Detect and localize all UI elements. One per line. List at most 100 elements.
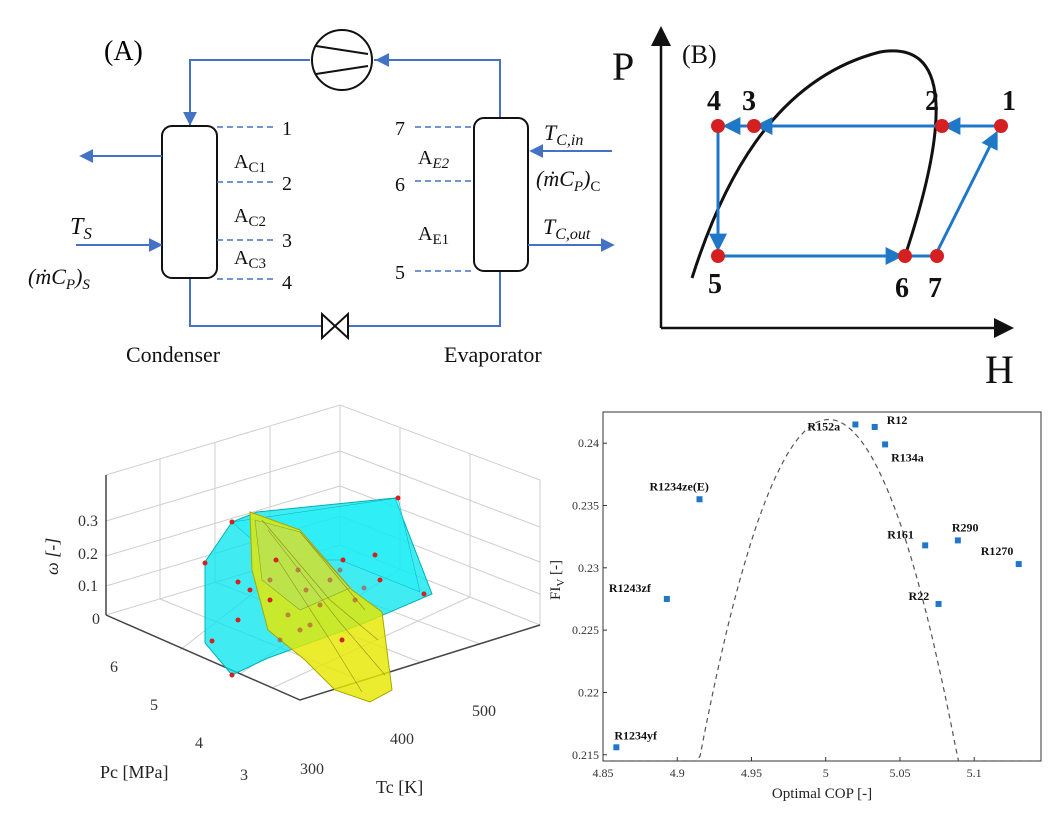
inner-points [267,567,367,643]
x-tick-label: 5.05 [889,766,910,780]
point-r12 [871,423,878,430]
label-mcps: (ṁCP)S [28,264,90,293]
point-r1234ze(e) [696,496,703,503]
point-label-r161: R161 [887,527,914,541]
point-r161 [922,542,929,549]
x-tick-label: 5 [823,766,829,780]
compressor-icon [311,29,373,91]
label-mcpc: (ṁCP)C [536,166,600,195]
box-front-edges [105,614,541,701]
panel-3d: 0.3 0.2 0.1 0 ω [-] 6 5 4 3 Pc [MPa] 300… [42,404,541,797]
yellow-mesh [261,519,386,693]
area-ac2: AC2 [234,205,266,230]
evaporator-label: Evaporator [444,342,542,367]
fit-curve [610,418,1041,762]
z-tick-0.3: 0.3 [78,513,98,530]
expansion-valve-icon [321,311,349,341]
cond-level-3: 3 [282,230,292,252]
y-tick-label: 0.24 [578,436,599,450]
x-tick-label: 5.1 [967,766,982,780]
point-r1234yf [613,744,620,751]
yellow-hull-face [254,519,351,611]
state-label-2: 2 [925,86,939,117]
state-label-5: 5 [708,269,722,300]
x-tick-label: 4.85 [593,766,614,780]
state-label-1: 1 [1002,86,1016,117]
point-r152a [852,421,859,428]
evap-level-7: 7 [395,118,405,140]
chart-ticks: 4.85 4.9 4.95 5 5.05 5.1 0.215 0.22 0.225 0.23 0.2… [572,436,982,780]
evap-level-5: 5 [395,262,405,284]
point-r1270 [1015,561,1022,568]
hull-points [202,495,427,678]
z-tick-0: 0 [92,611,100,628]
point-r134a [882,441,889,448]
point-r22 [935,600,942,607]
z-tick-0.1: 0.1 [78,578,98,595]
p-axis-label: P [612,44,634,89]
state-points [711,119,1008,263]
point-label-r1234ze(e): R1234ze(E) [650,479,709,493]
condenser-label: Condenser [126,342,221,367]
t-axis-label-3d: Tc [K] [376,777,423,797]
point-r290 [954,537,961,544]
t-tick-500: 500 [472,703,496,720]
area-ae2: AE2 [418,147,450,172]
saturation-dome [690,49,938,279]
loop-bottom-line [189,272,501,327]
condenser-box [161,125,218,279]
z-axis-label: ω [-] [42,538,62,575]
y-tick-label: 0.235 [572,498,599,512]
chart-xlabel: Optimal COP [-] [772,786,872,802]
p-tick-3: 3 [240,767,248,784]
x-tick-label: 4.9 [670,766,685,780]
y-tick-label: 0.22 [578,685,599,699]
point-label-r1243zf: R1243zf [609,581,652,595]
chart-ylabel: FIV [-] [548,560,567,600]
panel-b: P H (B) 1 2 3 4 5 6 7 [612,26,1016,392]
state-label-4: 4 [707,86,721,117]
cycle-arrows [709,117,1000,265]
area-ac3: AC3 [234,247,266,272]
y-tick-label: 0.215 [572,748,599,762]
p-tick-5: 5 [150,697,158,714]
panel-b-label: (B) [682,40,717,69]
t-tick-300: 300 [300,761,324,778]
state-label-7: 7 [928,273,942,304]
point-label-r1234yf: R1234yf [614,728,658,742]
point-label-r290: R290 [952,520,979,534]
evaporator-box [473,117,529,272]
point-label-r12: R12 [887,413,908,427]
p-tick-4: 4 [195,735,203,752]
label-ts: TS [70,214,92,243]
state-label-6: 6 [895,273,909,304]
y-tick-label: 0.225 [572,623,599,637]
chart-frame [602,411,1042,762]
label-tcin: TC,in [544,120,583,149]
scatter-chart: 4.85 4.9 4.95 5 5.05 5.1 0.215 0.22 0.225 0.23 0.2… [548,411,1042,802]
point-r1243zf [663,595,670,602]
point-label-r134a: R134a [891,450,924,464]
point-label-r152a: R152a [807,419,840,433]
point-label-r1270: R1270 [981,544,1014,558]
label-tcout: TC,out [543,214,591,243]
cond-level-1: 1 [282,118,292,140]
point-label-r22: R22 [909,589,930,603]
state-label-3: 3 [742,86,756,117]
x-tick-label: 4.95 [741,766,762,780]
p-tick-6: 6 [110,659,118,676]
cond-level-4: 4 [282,272,292,294]
t-tick-400: 400 [390,731,414,748]
area-ac1: AC1 [234,151,266,176]
p-axis-label-3d: Pc [MPa] [100,762,169,782]
area-ae1: AE1 [418,223,449,248]
chart-points: R1234yf R1243zf R1234ze(E) R152a R12R134aR16… [609,413,1022,751]
h-axis-label: H [985,347,1014,392]
cond-level-2: 2 [282,173,292,195]
panel-a: (A) 1 2 3 [28,29,615,367]
panel-a-label: (A) [104,36,143,67]
z-tick-0.2: 0.2 [78,546,98,563]
y-tick-label: 0.23 [578,561,599,575]
evap-level-6: 6 [395,174,405,196]
